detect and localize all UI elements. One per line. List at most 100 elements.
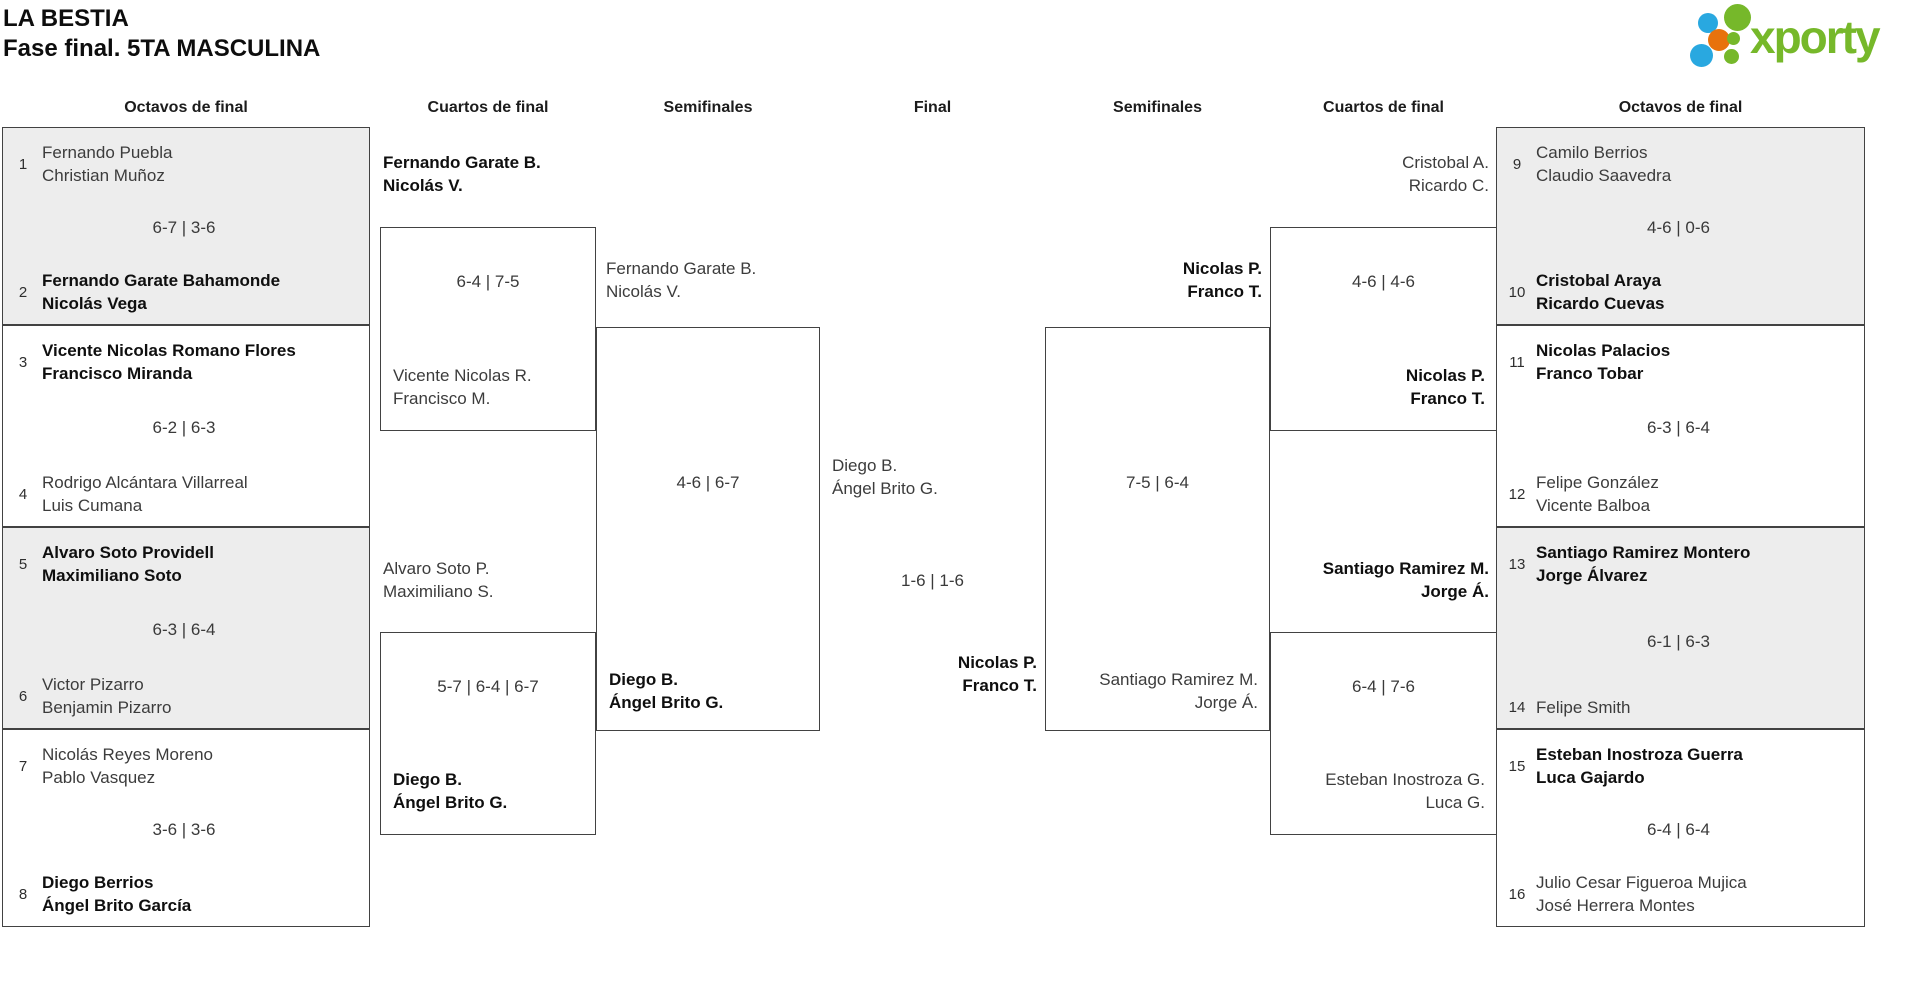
player-name: Nicolás Reyes Moreno [42, 745, 214, 764]
player-name: Julio Cesar Figueroa Mujica [1536, 873, 1747, 892]
advancing-team-qf-right-1: Cristobal A. Ricardo C. [1402, 151, 1489, 197]
round-header-r16-right: Octavos de final [1618, 99, 1743, 116]
player-name: Cristobal A. [1402, 153, 1489, 172]
page-title: LA BESTIA [3, 5, 129, 32]
player-name: Victor Pizarro [42, 675, 144, 694]
match-score: 6-4 | 7-6 [1351, 677, 1415, 696]
player-name: Santiago Ramirez Montero [1536, 543, 1751, 562]
match-score: 6-4 | 7-5 [456, 272, 520, 291]
seed-number: 11 [1509, 353, 1525, 371]
advancing-team-sf-left: Fernando Garate B. Nicolás V. [606, 257, 756, 303]
player-name: Fernando Puebla [42, 143, 173, 162]
player-name: Ángel Brito García [42, 896, 192, 915]
seed-number: 8 [18, 885, 28, 903]
player-name: Esteban Inostroza Guerra [1536, 745, 1743, 764]
match-score: 4-6 | 6-7 [676, 473, 740, 492]
player-name: Camilo Berrios [1536, 143, 1648, 162]
player-name: Santiago Ramirez M. [1099, 670, 1258, 689]
player-name: Nicolas P. [1182, 259, 1262, 278]
player-name: Diego B. [609, 670, 678, 689]
player-name: Felipe González [1536, 473, 1659, 492]
player-name: Luis Cumana [42, 496, 143, 515]
seed-number: 1 [18, 155, 28, 173]
logo-dot-green-large [1724, 4, 1751, 31]
round-header-r16-left: Octavos de final [124, 99, 248, 116]
team-label: Vicente Nicolas R. Francisco M. [393, 364, 532, 410]
player-name: Nicolás Vega [42, 294, 147, 313]
page-subtitle: Fase final. 5TA MASCULINA [3, 35, 321, 62]
match-score: 6-3 | 6-4 [1646, 418, 1710, 437]
player-name: Franco Tobar [1536, 364, 1644, 383]
round-header-qf-left: Cuartos de final [427, 99, 549, 116]
advancing-team-qf-right-2: Santiago Ramirez M. Jorge Á. [1323, 557, 1489, 603]
player-name: Francisco Miranda [42, 364, 193, 383]
final-score: 1-6 | 1-6 [900, 571, 964, 590]
seed-number: 14 [1508, 699, 1526, 716]
match-score: 4-6 | 4-6 [1351, 272, 1415, 291]
player-name: Maximiliano Soto [42, 566, 182, 585]
player-name: Felipe Smith [1536, 698, 1631, 717]
seed-number: 12 [1508, 485, 1526, 503]
player-name: Santiago Ramirez M. [1322, 559, 1489, 578]
player-name: Nicolas Palacios [1536, 341, 1671, 360]
player-name: Ángel Brito G. [832, 479, 938, 498]
team-label-winner: Diego B. Ángel Brito G. [609, 668, 723, 714]
match-sf-right: 7-5 | 6-4 Santiago Ramirez M. Jorge Á. [1045, 327, 1270, 731]
player-name: Franco T. [962, 676, 1037, 695]
player-name: Ricardo Cuevas [1536, 294, 1665, 313]
team-slot: 14 Felipe Smith [1505, 696, 1852, 719]
player-name: Nicolás V. [383, 176, 463, 195]
match-score: 7-5 | 6-4 [1125, 473, 1189, 492]
player-name: Diego B. [393, 770, 462, 789]
player-name: Cristobal Araya [1536, 271, 1662, 290]
match-score: 6-4 | 6-4 [1646, 820, 1710, 839]
match-score: 3-6 | 3-6 [152, 820, 216, 839]
match-qf-left-1: 6-4 | 7-5 Vicente Nicolas R. Francisco M… [380, 227, 596, 431]
seed-number: 16 [1508, 885, 1526, 903]
logo-dot-green-mid [1727, 32, 1740, 45]
match-qf-left-2: 5-7 | 6-4 | 6-7 Diego B. Ángel Brito G. [380, 632, 596, 835]
match-sf-left: 4-6 | 6-7 Diego B. Ángel Brito G. [596, 327, 820, 731]
player-name: Benjamin Pizarro [42, 698, 172, 717]
advancing-team-sf-right: Nicolas P. Franco T. [1183, 257, 1262, 303]
final-team-winner: Nicolas P. Franco T. [958, 651, 1037, 697]
match-score: 4-6 | 0-6 [1646, 218, 1710, 237]
seed-number: 13 [1508, 555, 1526, 573]
player-name: Vicente Balboa [1536, 496, 1651, 515]
match-score: 5-7 | 6-4 | 6-7 [437, 677, 539, 696]
logo-dot-green-bottom [1724, 49, 1739, 64]
team-label: Esteban Inostroza G. Luca G. [1325, 768, 1485, 814]
logo-dot-orange [1708, 29, 1730, 51]
logo-dot-blue-large [1690, 44, 1713, 67]
player-name: Alvaro Soto P. [383, 559, 490, 578]
team-names: Felipe Smith [1536, 696, 1630, 719]
player-name: Luca G. [1425, 793, 1485, 812]
xporty-logo[interactable]: xporty [1676, 2, 1920, 68]
team-label-winner: Diego B. Ángel Brito G. [393, 768, 507, 814]
seed-number: 9 [1512, 155, 1522, 173]
match-qf-right-2: 6-4 | 7-6 Esteban Inostroza G. Luca G. [1270, 632, 1497, 835]
player-name: Vicente Nicolas Romano Flores [42, 341, 296, 360]
